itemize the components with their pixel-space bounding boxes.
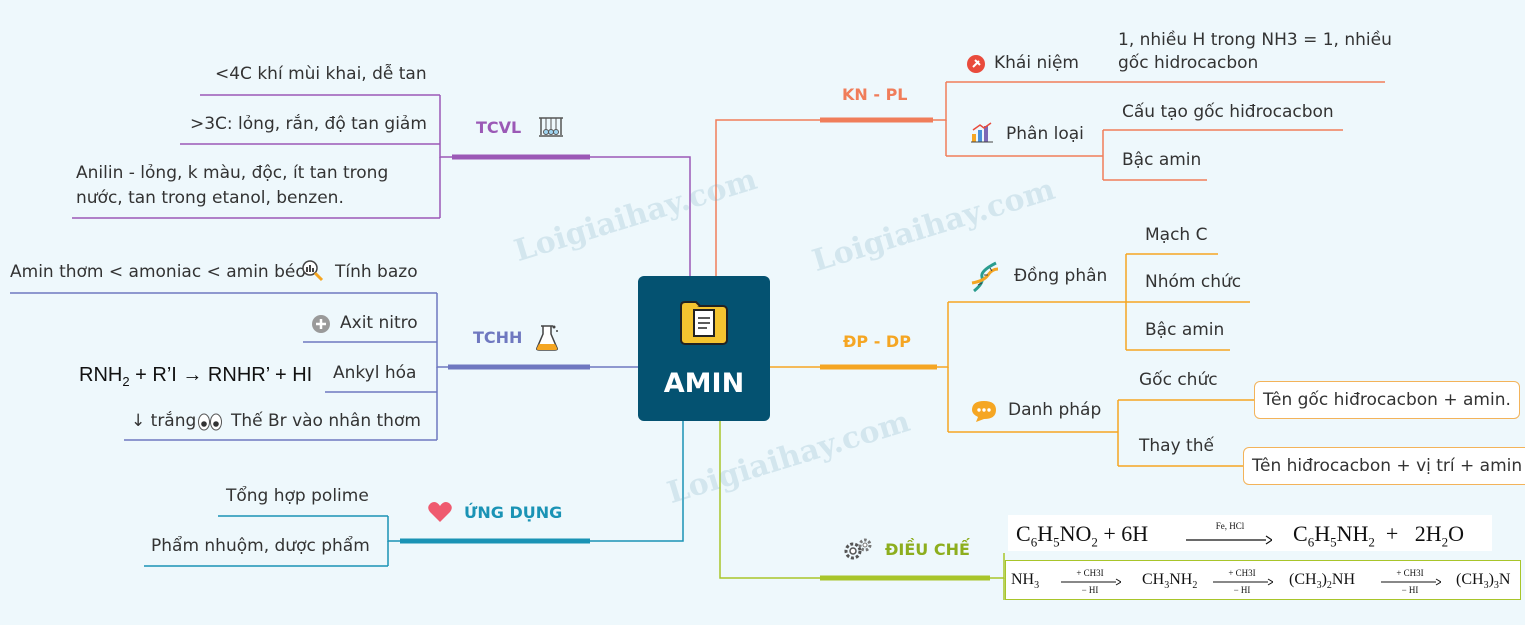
tcvl-item: Anilin - lỏng, k màu, độc, ít tan trong xyxy=(76,163,389,183)
species-nh3: NH3 xyxy=(1011,571,1040,592)
reaction-arrow xyxy=(1186,535,1272,545)
flask-icon xyxy=(536,325,558,351)
thaythe-label: Thay thế xyxy=(1139,436,1214,456)
center-node[interactable]: AMIN xyxy=(638,276,770,421)
phanloai-item: Bậc amin xyxy=(1122,150,1202,170)
danhphap-label: Danh pháp xyxy=(1008,400,1102,420)
heart-icon xyxy=(428,502,452,522)
dieuche-connectors xyxy=(719,421,1005,600)
ankyl-label: Ankyl hóa xyxy=(333,363,417,383)
brom-label: Thế Br vào nhân thơm xyxy=(231,411,421,431)
tcvl-item: >3C: lỏng, rắn, độ tan giảm xyxy=(190,114,427,134)
reaction1-condition: Fe, HCl xyxy=(1215,521,1245,531)
reaction-1: C6H5NO2 + 6H Fe, HCl C6H5NH2 + 2H2O xyxy=(1008,515,1492,551)
reaction-arrow xyxy=(1381,578,1441,586)
pin-icon xyxy=(967,55,985,73)
dongphan-item: Mạch C xyxy=(1145,225,1208,245)
ungdung-item: Phẩm nhuộm, dược phẩm xyxy=(151,536,370,556)
dongphan-item: Bậc amin xyxy=(1145,320,1225,340)
reaction-2: NH3 + CH3I − HI CH3NH2 + CH3I − HI (CH3)… xyxy=(1005,560,1521,600)
gocchuc-result: Tên gốc hiđrocacbon + amin. xyxy=(1254,381,1520,419)
plus-circle-icon xyxy=(312,315,330,333)
nitro-label: Axit nitro xyxy=(340,313,418,333)
dongphan-label: Đồng phân xyxy=(1014,266,1108,286)
phanloai-label: Phân loại xyxy=(1006,124,1084,144)
folder-document-icon xyxy=(680,301,728,345)
bazo-label: Tính bazo xyxy=(335,262,418,282)
species-trimethylamine: (CH3)3N xyxy=(1456,571,1511,592)
tcvl-item: <4C khí mùi khai, dễ tan xyxy=(215,64,427,84)
reaction2-condition: + CH3I xyxy=(1228,568,1256,578)
dp-connectors xyxy=(770,253,1254,467)
tchh-label[interactable]: TCHH xyxy=(473,328,523,347)
bazo-note: Amin thơm < amoniac < amin béo xyxy=(10,262,306,282)
gears-icon xyxy=(844,538,872,560)
speech-bubble-icon xyxy=(972,401,996,422)
ungdung-connectors xyxy=(144,421,684,567)
newtons-cradle-icon xyxy=(539,117,563,137)
reaction-arrow xyxy=(1061,578,1121,586)
kn-pl-label[interactable]: KN - PL xyxy=(842,85,908,104)
reaction2-condition: + CH3I xyxy=(1396,568,1424,578)
reaction2-condition: − HI xyxy=(1233,585,1251,595)
reaction2-condition: − HI xyxy=(1401,585,1419,595)
ungdung-label[interactable]: ỨNG DỤNG xyxy=(464,503,563,522)
dp-label[interactable]: ĐP - DP xyxy=(843,332,911,351)
phanloai-item: Cấu tạo gốc hiđrocacbon xyxy=(1122,102,1334,122)
ankyl-equation: RNH2 + R’I → RNHR’ + HI xyxy=(79,364,313,389)
species-dimethylamine: (CH3)2NH xyxy=(1289,571,1355,592)
species-ch3nh2: CH3NH2 xyxy=(1142,571,1198,592)
bar-chart-icon xyxy=(971,122,993,143)
kn-pl-connectors xyxy=(715,81,1385,276)
ungdung-item: Tổng hợp polime xyxy=(226,486,369,506)
thaythe-result: Tên hiđrocacbon + vị trí + amin xyxy=(1243,447,1525,485)
center-title: AMIN xyxy=(663,368,745,399)
gocchuc-label: Gốc chức xyxy=(1139,370,1218,390)
khainiem-label: Khái niệm xyxy=(994,53,1079,73)
magnifier-chart-icon xyxy=(302,260,324,282)
khainiem-text: gốc hidrocacbon xyxy=(1118,53,1259,73)
reaction1-products: C6H5NH2 + 2H2O xyxy=(1293,521,1465,550)
reaction1-reactants: C6H5NO2 + 6H xyxy=(1016,521,1149,550)
tchh-connectors xyxy=(10,292,638,441)
tcvl-label[interactable]: TCVL xyxy=(476,118,522,137)
eyes-icon xyxy=(198,413,222,431)
reaction2-condition: + CH3I xyxy=(1076,568,1104,578)
reaction2-condition: − HI xyxy=(1081,585,1099,595)
dongphan-item: Nhóm chức xyxy=(1145,272,1242,292)
brom-note: ↓ trắng xyxy=(131,411,197,431)
dieuche-label[interactable]: ĐIỀU CHẾ xyxy=(885,540,970,559)
tcvl-item: nước, tan trong etanol, benzen. xyxy=(76,188,344,208)
reaction-arrow xyxy=(1213,578,1273,586)
tcvl-connectors xyxy=(72,94,691,276)
dna-icon xyxy=(971,261,999,293)
khainiem-text: 1, nhiều H trong NH3 = 1, nhiều xyxy=(1118,30,1392,50)
